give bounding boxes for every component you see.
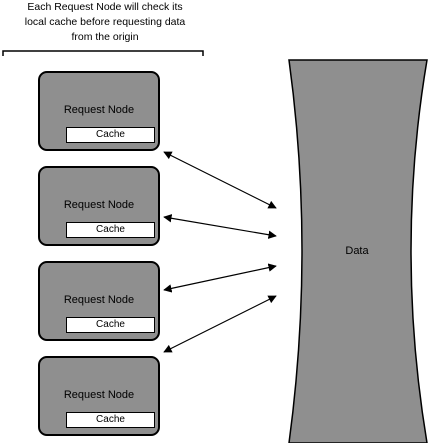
data-store	[288, 59, 428, 443]
arrow-node-1	[163, 151, 277, 209]
request-node-label: Request Node	[63, 389, 135, 401]
caption-line: Each Request Node will check its	[27, 1, 183, 13]
data-label: Data	[345, 245, 369, 257]
cache-box: Cache	[66, 222, 155, 238]
request-node-3: Request Node Cache	[38, 261, 160, 341]
arrow-node-2	[163, 214, 277, 239]
request-node-label: Request Node	[63, 104, 135, 116]
arrow-node-4	[163, 295, 277, 353]
caption: Each Request Node will check its local c…	[0, 0, 210, 45]
request-node-1: Request Node Cache	[38, 71, 160, 151]
cache-box: Cache	[66, 127, 155, 143]
arrow-node-3	[163, 263, 277, 293]
caption-line: local cache before requesting data	[24, 16, 186, 28]
cache-box: Cache	[66, 412, 155, 428]
request-node-2: Request Node Cache	[38, 166, 160, 246]
caption-bracket	[2, 50, 204, 56]
request-node-label: Request Node	[63, 294, 135, 306]
caption-line: from the origin	[71, 31, 139, 43]
request-node-label: Request Node	[63, 199, 135, 211]
cache-box: Cache	[66, 317, 155, 333]
request-node-4: Request Node Cache	[38, 356, 160, 436]
